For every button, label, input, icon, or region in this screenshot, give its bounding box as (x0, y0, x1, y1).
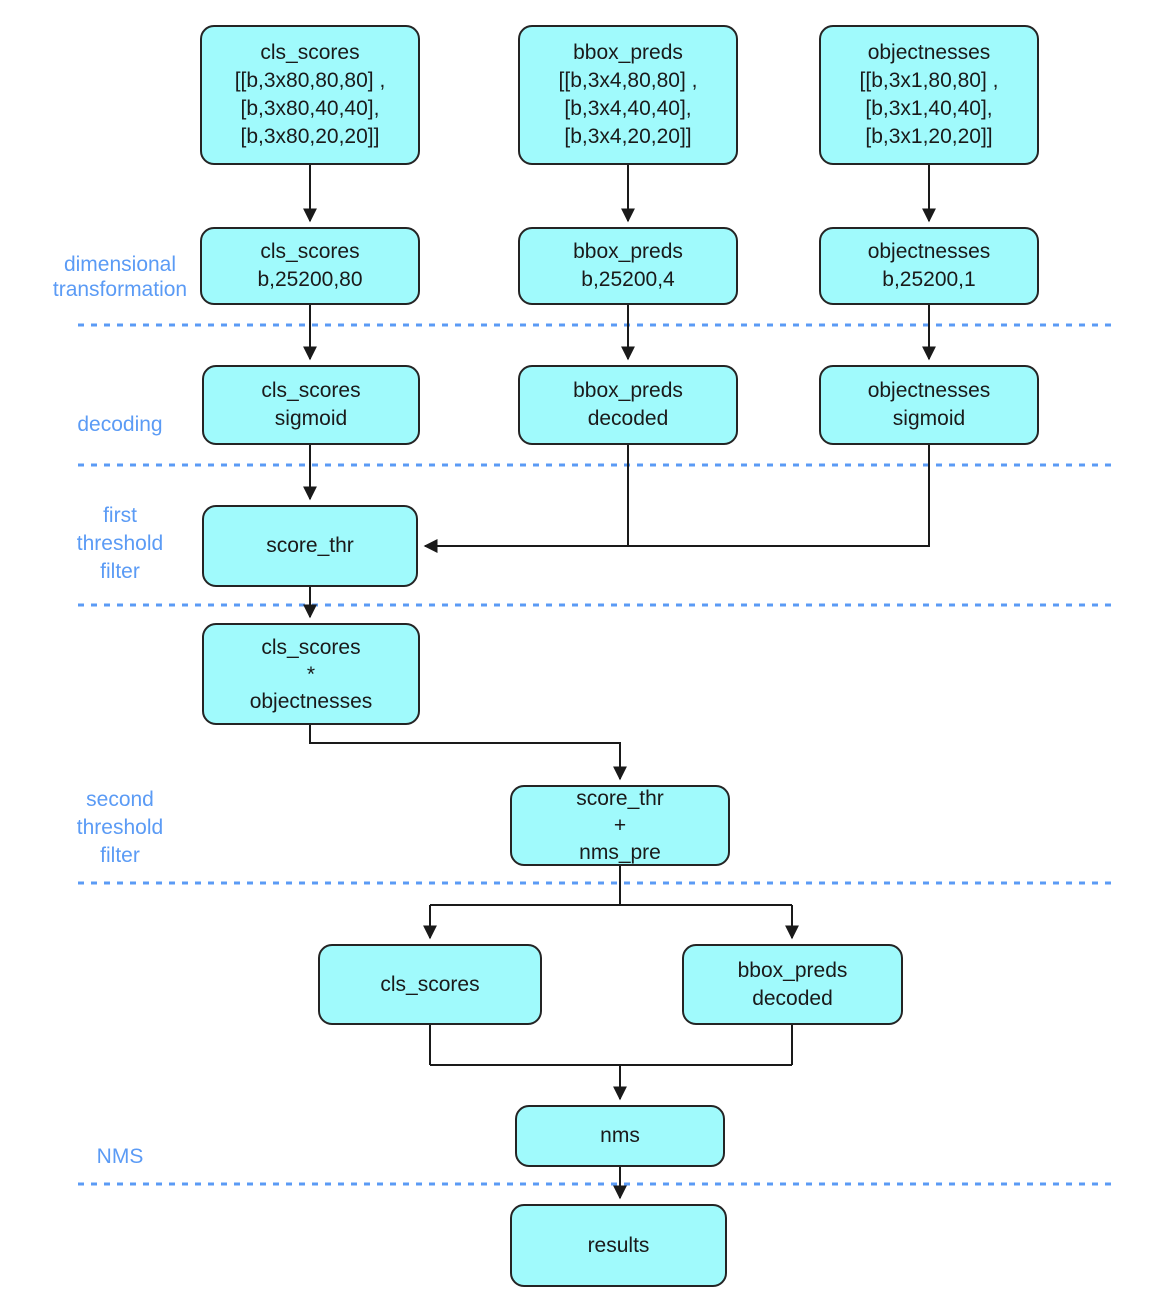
node-cls-scores-sigmoid: cls_scores sigmoid (202, 365, 420, 445)
stage-label-first-threshold-filter: first threshold filter (76, 504, 164, 583)
stage-label-dimensional-transformation: dimensional transformation (52, 253, 188, 301)
node-results: results (510, 1204, 727, 1287)
node-objectnesses-input: objectnesses [[b,3x1,80,80] , [b,3x1,40,… (819, 25, 1039, 165)
node-bbox-preds-decoded: bbox_preds decoded (518, 365, 738, 445)
node-bbox-preds-reshaped: bbox_preds b,25200,4 (518, 227, 738, 305)
node-cls-scores-times-objectnesses: cls_scores * objectnesses (202, 623, 420, 725)
node-objectnesses-reshaped: objectnesses b,25200,1 (819, 227, 1039, 305)
node-cls-scores-reshaped: cls_scores b,25200,80 (200, 227, 420, 305)
stage-label-nms: NMS (96, 1145, 144, 1168)
node-objectnesses-sigmoid: objectnesses sigmoid (819, 365, 1039, 445)
node-cls-scores-filtered: cls_scores (318, 944, 542, 1025)
node-score-thr-nms-pre: score_thr + nms_pre (510, 785, 730, 866)
stage-label-decoding: decoding (77, 413, 163, 436)
node-cls-scores-input: cls_scores [[b,3x80,80,80] , [b,3x80,40,… (200, 25, 420, 165)
node-nms: nms (515, 1105, 725, 1167)
node-score-thr: score_thr (202, 505, 418, 587)
flow-arrows (303, 165, 936, 1200)
stage-label-second-threshold-filter: second threshold filter (76, 788, 164, 867)
node-bbox-preds-decoded-filtered: bbox_preds decoded (682, 944, 903, 1025)
node-bbox-preds-input: bbox_preds [[b,3x4,80,80] , [b,3x4,40,40… (518, 25, 738, 165)
stage-divider-lines (78, 323, 1115, 1186)
